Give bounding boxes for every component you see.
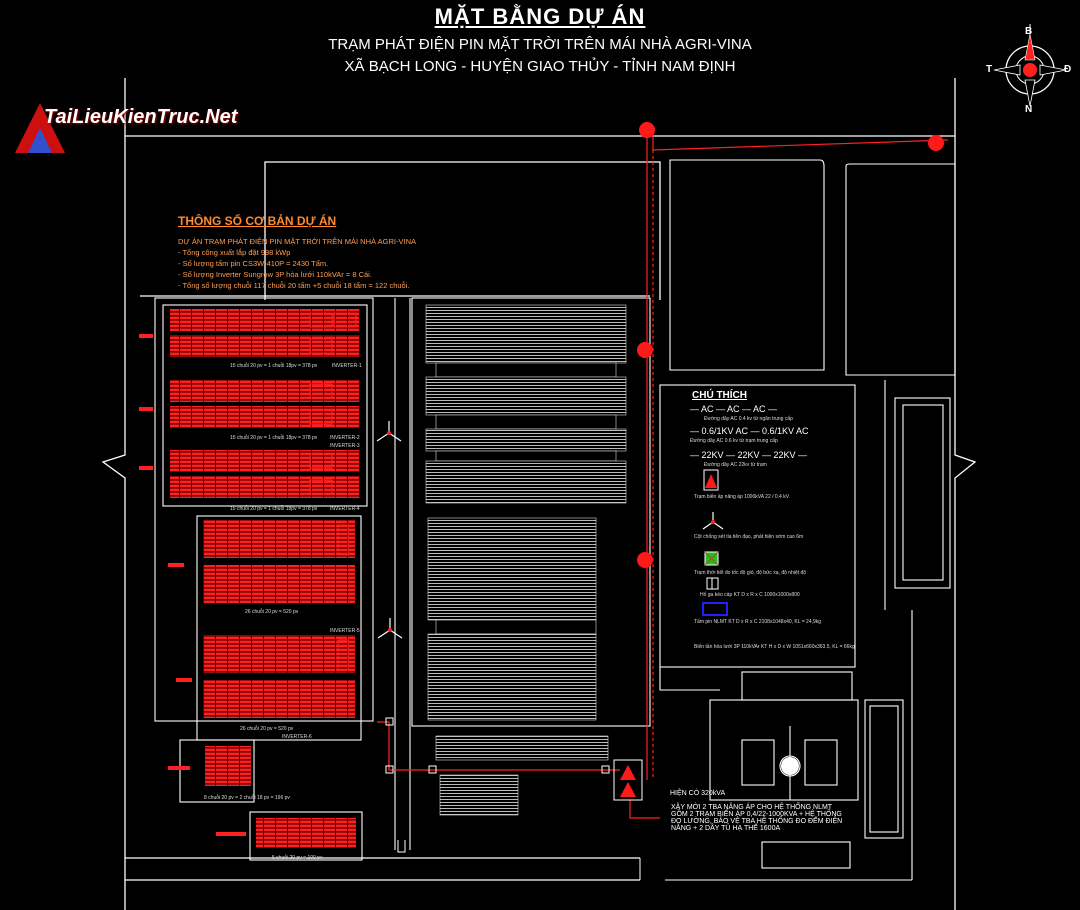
array-label: 15 chuỗi 20 pv = 1 chuỗi 18pv = 378 pv — [230, 506, 318, 512]
params-line: - Số lượng tấm pin CS3W-410P = 2430 Tấm. — [178, 259, 329, 268]
legend-mv-desc: Đường dây AC 22kv từ trạm — [704, 462, 767, 468]
note-line: XÂY MỚI 2 TBA NÂNG ÁP CHO HỆ THỐNG NLMT — [671, 804, 833, 811]
project-name: TRẠM PHÁT ĐIỆN PIN MẶT TRỜI TRÊN MÁI NHÀ… — [328, 36, 752, 53]
legend-ac-line: — AC — AC — AC — — [690, 404, 778, 414]
note-line: NĂNG + 2 DÂY TỦ HẠ THẾ 1600A — [671, 825, 781, 832]
cable-route — [377, 130, 949, 819]
params-line: - Số lượng Inverter Sungrow 3P hòa lưới … — [178, 270, 372, 279]
legend-item: Cột chống sét tia tiên đạo, phát hiện sớ… — [694, 534, 804, 540]
array-label: 26 chuỗi 20 pv = 520 pv — [245, 609, 299, 615]
right-buildings — [659, 159, 956, 881]
legend-item: Trạm biến áp nâng áp 1000kVA 22 / 0.4 kV — [694, 494, 790, 500]
left-building — [154, 297, 374, 861]
params-line: DỰ ÁN TRẠM PHÁT ĐIỆN PIN MẶT TRỜI TRÊN M… — [178, 237, 417, 246]
compass-west-label: T — [986, 64, 993, 75]
params-line: - Tổng số lượng chuỗi 117 chuỗi 20 tấm +… — [178, 281, 410, 290]
compass-rose — [993, 24, 1067, 107]
left-roof-panels — [139, 309, 360, 848]
cable-poles — [637, 122, 944, 568]
legend-lv-line: — 0.6/1KV AC — 0.6/1KV AC — [690, 426, 809, 436]
transformer-note: XÂY MỚI 2 TBA NÂNG ÁP CHO HỆ THỐNG NLMT … — [671, 804, 842, 832]
legend-title: CHÚ THÍCH — [692, 390, 747, 401]
legend-item: Tấm pin NLMT KT D x R x C 2108x1048x40, … — [694, 619, 822, 625]
watermark-text: TaiLieuKienTruc.Net — [44, 106, 238, 128]
meter-symbol — [781, 757, 799, 775]
lightning-rod-symbols — [376, 421, 724, 639]
inverter-label: INVERTER-2 — [330, 435, 360, 441]
legend-item: Trạm thời tiết đo tốc độ gió, độ bức xạ,… — [694, 570, 807, 576]
watermark-logo-mark — [15, 103, 65, 153]
middle-roof-panels — [425, 304, 627, 816]
inverter-label: INVERTER-1 — [332, 363, 362, 369]
array-label: 15 chuỗi 20 pv = 1 chuỗi 18pv = 378 pv — [230, 363, 318, 369]
array-label: 8 chuỗi 20 pv = 2 chuỗi 18 pv = 196 pv — [204, 795, 290, 801]
array-label: 26 chuỗi 20 pv = 520 pv — [240, 726, 294, 732]
existing-transformer-note: HIỆN CÓ 320kVA — [670, 790, 726, 797]
note-line: GỒM 2 TRẠM BIẾN ÁP 0,4/22-1000KVA + HỆ T… — [671, 811, 842, 818]
legend-lv-desc: Đường dây AC 0.6 kv từ trạm trung cấp — [690, 438, 778, 444]
page-title: MẶT BẰNG DỰ ÁN — [434, 4, 646, 29]
transformer-station — [613, 759, 643, 801]
inverter-label: INVERTER-4 — [330, 506, 360, 512]
params-line: - Tổng công xuất lắp đặt 998 kWp — [178, 248, 291, 257]
params-title: THÔNG SỐ CƠ BẢN DỰ ÁN — [178, 214, 337, 228]
compass-south-label: N — [1025, 104, 1033, 115]
project-params: THÔNG SỐ CƠ BẢN DỰ ÁN DỰ ÁN TRẠM PHÁT ĐI… — [178, 214, 416, 291]
project-location: XÃ BẠCH LONG - HUYỆN GIAO THỦY - TỈNH NA… — [344, 58, 736, 75]
legend-item: Hố ga kéo cáp KT D x R x C 1000x1000x800 — [700, 592, 800, 598]
inverter-label: INVERTER-6 — [282, 734, 312, 740]
inverter-label: INVERTER-5 — [330, 628, 360, 634]
array-label: 5 chuỗi 20 pv = 100 pv — [272, 855, 323, 861]
legend-ac-desc: Đường dây AC 0.4 kv từ ngăn trung cấp — [704, 416, 793, 422]
note-line: ĐO LƯỜNG, BẢO VỆ TBA HỆ THỐNG ĐO ĐẾM ĐIỆ… — [671, 818, 843, 825]
compass-north-label: B — [1025, 26, 1033, 37]
array-label: 15 chuỗi 20 pv = 1 chuỗi 18pv = 378 pv — [230, 435, 318, 441]
legend-symbols — [702, 469, 728, 616]
middle-building — [394, 297, 651, 850]
compass-east-label: Đ — [1064, 64, 1072, 75]
cable-junctions — [385, 717, 610, 774]
inverter-label: INVERTER-3 — [330, 443, 360, 449]
legend-panel: CHÚ THÍCH — [692, 390, 747, 401]
road-edge — [397, 840, 641, 880]
legend-mv-line: — 22KV — 22KV — 22KV — — [690, 450, 808, 460]
legend-item: Biến tần hòa lưới 3P 110kVAr KT H x D x … — [694, 644, 855, 650]
